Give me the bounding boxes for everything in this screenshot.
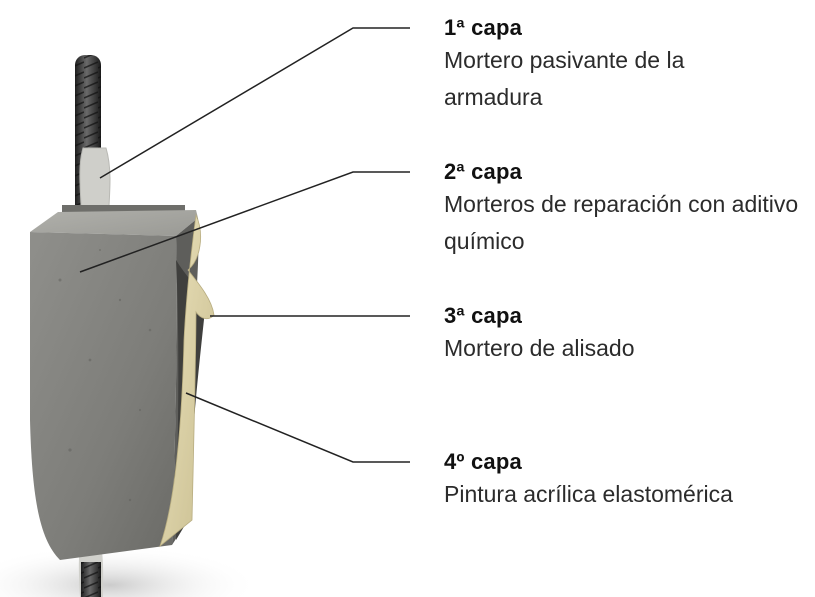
layer-label-3: 3ª capa Mortero de alisado bbox=[444, 302, 635, 367]
layer-label-1: 1ª capa Mortero pasivante de la armadura bbox=[444, 14, 694, 116]
layer-description-1: Mortero pasivante de la armadura bbox=[444, 47, 685, 110]
layer-label-4: 4º capa Pintura acrílica elastomérica bbox=[444, 448, 733, 513]
layer-title-1: 1ª capa bbox=[444, 15, 523, 40]
rebar-bottom bbox=[78, 545, 104, 597]
layer-description-4: Pintura acrílica elastomérica bbox=[444, 481, 733, 507]
concrete-front-face bbox=[30, 232, 177, 560]
layer-description-2: Morteros de reparación con aditivo quími… bbox=[444, 191, 799, 254]
leader-line-layer-1 bbox=[99, 27, 410, 179]
layer-title-4: 4º capa bbox=[444, 449, 522, 474]
leader-line-layer-2 bbox=[79, 171, 410, 273]
leader-line-layer-4 bbox=[185, 392, 410, 463]
leader-lines bbox=[79, 27, 410, 463]
layer-label-2: 2ª capa Morteros de reparación con aditi… bbox=[444, 158, 814, 260]
layer-title-2: 2ª capa bbox=[444, 159, 523, 184]
ground-shadow bbox=[0, 545, 260, 597]
concrete-texture bbox=[58, 249, 152, 502]
layer-title-3: 3ª capa bbox=[444, 303, 523, 328]
concrete-top-face bbox=[30, 210, 198, 236]
layer-description-3: Mortero de alisado bbox=[444, 335, 635, 361]
elastomeric-paint-layer bbox=[159, 213, 215, 548]
